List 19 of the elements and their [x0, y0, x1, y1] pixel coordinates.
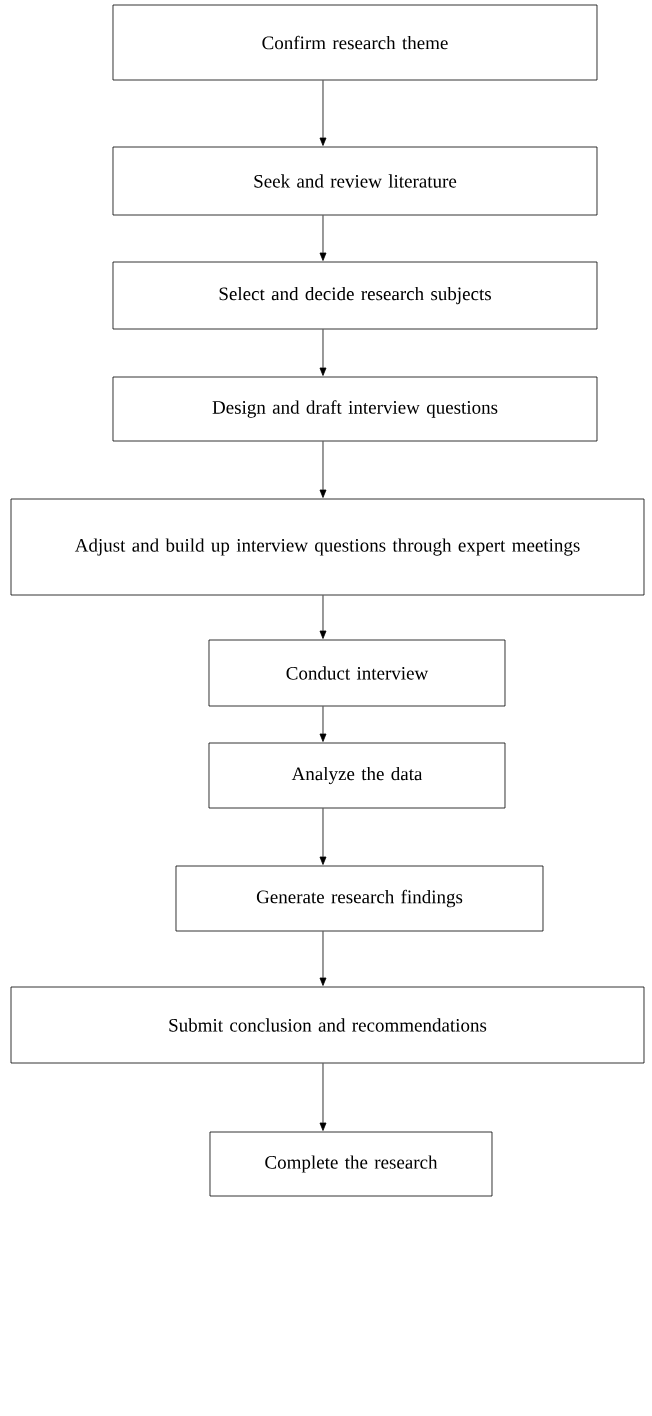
process-box: Confirm research theme [112, 4, 598, 81]
process-box: Seek and review literature [112, 146, 598, 216]
arrow [319, 595, 327, 639]
arrow [319, 808, 327, 865]
arrow [319, 1063, 327, 1131]
process-box: Submit conclusion and recommendations [10, 986, 645, 1064]
process-box: Adjust and build up interview questions through expert meetings [10, 498, 645, 596]
arrow [319, 215, 327, 261]
arrow [319, 329, 327, 376]
arrow [319, 80, 327, 146]
process-box: Conduct interview [208, 639, 506, 707]
process-box: Complete the research [209, 1131, 493, 1197]
arrow [319, 706, 327, 742]
process-box: Generate research findings [175, 865, 544, 932]
process-box: Analyze the data [208, 742, 506, 809]
arrow [319, 441, 327, 498]
process-box: Design and draft interview questions [112, 376, 598, 442]
process-box: Select and decide research subjects [112, 261, 598, 330]
arrow [319, 931, 327, 986]
